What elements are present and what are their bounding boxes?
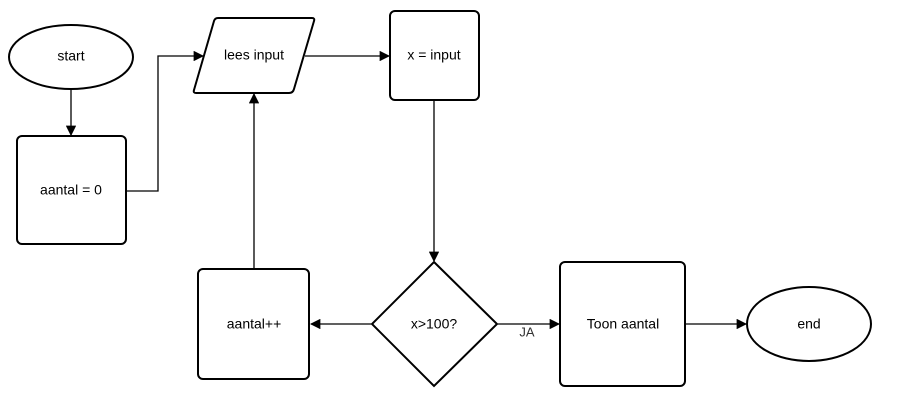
node-read-label: lees input	[224, 47, 284, 63]
node-end: end	[746, 286, 872, 362]
node-decision-label: x>100?	[411, 316, 458, 332]
node-show: Toon aantal	[559, 261, 686, 387]
node-start-label: start	[57, 48, 84, 64]
node-assign-label: x = input	[407, 47, 460, 63]
node-start: start	[8, 24, 134, 90]
node-assign: x = input	[389, 10, 480, 101]
node-decision: x>100?	[370, 260, 499, 388]
node-read: lees input	[192, 17, 316, 94]
node-init: aantal = 0	[16, 135, 127, 245]
node-increment-label: aantal++	[227, 316, 282, 332]
node-init-label: aantal = 0	[40, 182, 102, 198]
node-increment: aantal++	[197, 268, 310, 380]
node-end-label: end	[797, 316, 820, 332]
node-show-label: Toon aantal	[587, 316, 659, 332]
edge-label-ja: JA	[519, 324, 535, 339]
edge-init-to-read	[126, 50, 205, 192]
edges	[65, 50, 748, 330]
edge-label-background	[516, 325, 537, 339]
